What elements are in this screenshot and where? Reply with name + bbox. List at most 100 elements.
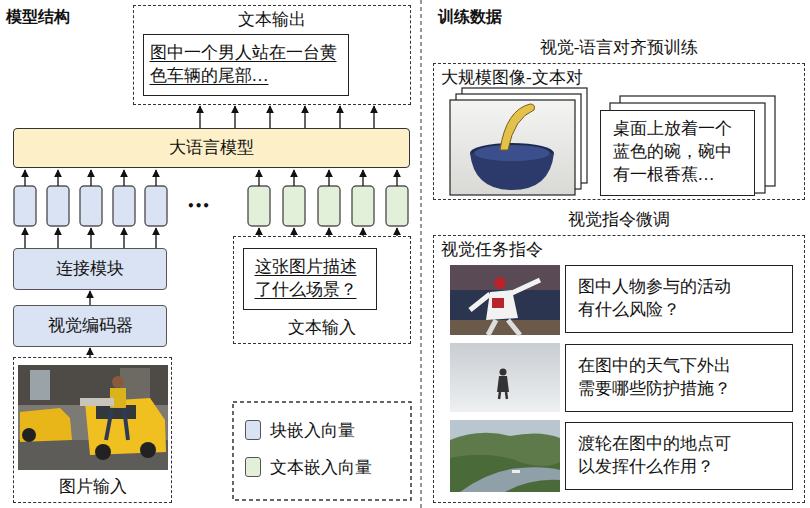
panel-caption: 文本输入 <box>234 317 410 340</box>
vision-encoder: 视觉编码器 <box>13 305 167 347</box>
output-text-box: 图中一个男人站在一台黄色车辆的尾部… <box>143 34 349 96</box>
svg-rect <box>248 186 270 226</box>
svg-line <box>155 228 156 248</box>
svg-rect <box>386 186 408 226</box>
connector-module: 连接模块 <box>13 248 167 290</box>
instruct-panel: 视觉指令微调视觉任务指令图中人物参与的活动有什么风险？在图中的天气下外出需要哪些… <box>433 235 805 503</box>
section-heading: 训练数据 <box>438 7 502 28</box>
instruction-box: 在图中的天气下外出需要哪些防护措施？ <box>565 344 793 412</box>
svg-line <box>24 170 25 186</box>
svg-line <box>293 228 294 236</box>
svg-rect <box>450 343 560 412</box>
svg-line <box>124 408 128 440</box>
panel-caption: 图片输入 <box>14 476 171 499</box>
box-text: 这张图片描述了什么场景？ <box>255 256 365 302</box>
instruction-box: 渡轮在图中的地点可以发挥什么作用？ <box>565 422 793 490</box>
svg-path <box>450 455 560 492</box>
text-input-panel: 文本输入 这张图片描述了什么场景？ <box>233 236 411 344</box>
svg-rect <box>140 442 156 458</box>
panel-heading: 视觉指令微调 <box>434 209 804 232</box>
svg-line <box>123 170 124 186</box>
svg-path <box>20 408 72 442</box>
svg-rect <box>512 470 520 473</box>
box-text: 连接模块 <box>56 258 124 281</box>
svg-line <box>155 170 156 186</box>
svg-rect <box>14 186 36 226</box>
arrow-connector <box>373 106 374 128</box>
svg-rect <box>22 428 36 442</box>
svg-line <box>499 392 500 399</box>
svg-line <box>24 228 25 248</box>
svg-line <box>506 392 507 399</box>
baseball-photo <box>450 265 560 335</box>
svg-rect <box>492 298 504 308</box>
legend-swatch <box>245 420 261 440</box>
svg-rect <box>450 265 560 335</box>
arrow-connector <box>304 106 305 128</box>
svg-line <box>293 170 294 186</box>
caption-card: 桌面上放着一个蓝色的碗，碗中有一根香蕉… <box>600 110 755 196</box>
box-text: 视觉任务指令 <box>441 239 543 262</box>
arrow-connector <box>269 106 270 128</box>
svg-circle <box>494 277 506 289</box>
svg-rect <box>450 420 560 492</box>
llm-block: 大语言模型 <box>13 128 410 168</box>
svg-line <box>328 228 329 236</box>
box-text: 视觉编码器 <box>48 315 133 338</box>
svg-line <box>396 228 397 236</box>
arrow-connector <box>89 291 90 305</box>
patch-tokens <box>14 186 167 226</box>
svg-line <box>123 228 124 248</box>
svg-circle <box>500 369 507 376</box>
taxi-photo <box>18 365 168 470</box>
svg-line <box>362 170 363 186</box>
box-text: 大语言模型 <box>169 137 254 160</box>
instruction-box: 图中人物参与的活动有什么风险？ <box>565 265 793 333</box>
svg-rect <box>113 186 135 226</box>
arrow-connector <box>339 106 340 128</box>
svg-rect <box>95 444 111 460</box>
svg-rect <box>80 186 102 226</box>
svg-line <box>57 228 58 248</box>
text-tokens <box>248 186 408 226</box>
legend-swatch <box>245 457 261 477</box>
svg-rect <box>352 186 374 226</box>
svg-line <box>258 170 259 186</box>
image-stack <box>450 88 587 195</box>
svg-line <box>106 408 112 440</box>
box-text: 在图中的天气下外出需要哪些防护措施？ <box>578 355 740 401</box>
pretrain-panel: 视觉-语言对齐预训练大规模图像-文本对桌面上放着一个蓝色的碗，碗中有一根香蕉… <box>433 63 805 200</box>
svg-line <box>362 228 363 236</box>
legend-text: 块嵌入向量 <box>270 419 355 442</box>
output-panel: 文本输出图中一个男人站在一台黄色车辆的尾部… <box>133 5 411 105</box>
river-photo <box>450 420 560 492</box>
svg-rect <box>450 265 560 290</box>
svg-line <box>488 320 496 335</box>
svg-rect <box>18 365 168 470</box>
svg-line <box>328 170 329 186</box>
svg-rect <box>318 186 340 226</box>
panel-separator <box>420 0 421 508</box>
panel-heading: 视觉-语言对齐预训练 <box>434 37 804 60</box>
svg-path <box>460 467 560 492</box>
svg-line <box>396 170 397 186</box>
section-heading: 模型结构 <box>6 7 70 28</box>
box-text: 图中人物参与的活动有什么风险？ <box>578 276 740 322</box>
legend-frame <box>233 402 411 500</box>
svg-rect <box>47 186 69 226</box>
image-input-panel: 图片输入 <box>13 357 172 503</box>
ellipsis-mark: ••• <box>187 199 210 213</box>
svg-path <box>500 104 535 150</box>
svg-line <box>90 170 91 186</box>
svg-rect <box>145 186 167 226</box>
fog-photo <box>450 343 560 412</box>
box-text: 渡轮在图中的地点可以发挥什么作用？ <box>578 433 740 479</box>
box-text: 桌面上放着一个蓝色的碗，碗中有一根香蕉… <box>613 118 741 187</box>
svg-line <box>512 280 540 293</box>
svg-rect <box>283 186 305 226</box>
svg-path <box>450 433 560 492</box>
arrow-connector <box>199 106 200 128</box>
svg-line <box>90 228 91 248</box>
svg-line <box>258 228 259 236</box>
